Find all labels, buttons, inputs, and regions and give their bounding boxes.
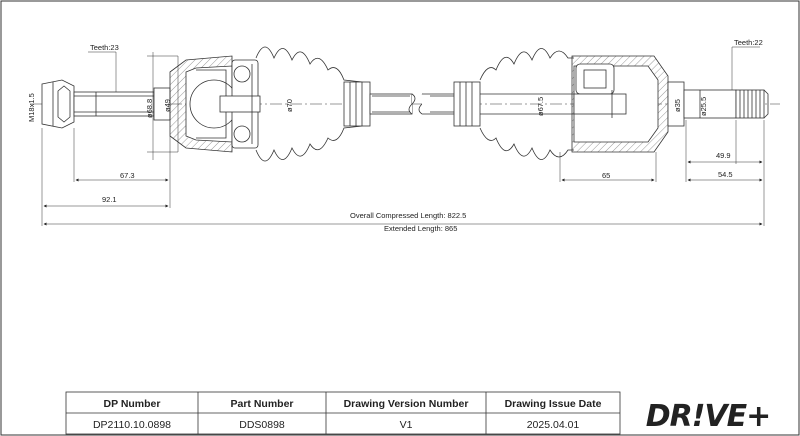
thread-label: M18x1.5	[27, 93, 36, 122]
central-shaft	[369, 93, 454, 115]
header-dp-number: DP Number	[104, 398, 161, 410]
extended-length: Extended Length: 865	[384, 224, 457, 233]
value-drawing-version: V1	[400, 419, 413, 431]
dim-49-9-label: 49.9	[716, 151, 731, 160]
logo-text: DR!VE+	[646, 399, 771, 434]
dim-67-3-label: 67.3	[120, 171, 135, 180]
value-part-number: DDS0898	[239, 419, 285, 431]
left-teeth-label: Teeth:23	[90, 43, 119, 52]
dia-35-label: ø35	[673, 99, 682, 112]
dim-65-label: 65	[602, 171, 610, 180]
dia-67-5-label: ø67.5	[536, 97, 545, 116]
dim-92-1-label: 92.1	[102, 195, 117, 204]
right-boot	[453, 48, 574, 160]
extension-lines	[41, 52, 765, 226]
left-stub-shaft	[41, 79, 171, 129]
value-issue-date: 2025.04.01	[527, 419, 580, 431]
dia-70-label: ø70	[285, 99, 294, 112]
right-teeth-label: Teeth:22	[734, 38, 763, 47]
overall-compressed-length: Overall Compressed Length: 822.5	[350, 211, 466, 220]
header-part-number: Part Number	[230, 398, 293, 410]
right-tripod-joint	[571, 55, 669, 153]
dim-54-5-label: 54.5	[718, 170, 733, 179]
value-dp-number: DP2110.10.0898	[93, 419, 171, 431]
drive-plus-logo: DR!VE+	[646, 399, 772, 434]
dimension-labels: Teeth:23 Teeth:22 M18x1.5 ø68.8 ø49 ø70 …	[27, 38, 763, 233]
header-issue-date: Drawing Issue Date	[505, 398, 602, 410]
dia-49-label: ø49	[163, 99, 172, 112]
driveshaft-drawing	[30, 46, 780, 226]
dimension-lines	[43, 160, 763, 226]
dia-68-8-label: ø68.8	[145, 99, 154, 118]
dia-25-5-label: ø25.5	[699, 97, 708, 116]
right-stub-shaft	[667, 81, 769, 127]
header-drawing-version: Drawing Version Number	[344, 398, 469, 410]
left-cv-joint	[169, 55, 261, 153]
left-boot	[255, 46, 371, 162]
title-block: DP Number Part Number Drawing Version Nu…	[65, 391, 621, 435]
